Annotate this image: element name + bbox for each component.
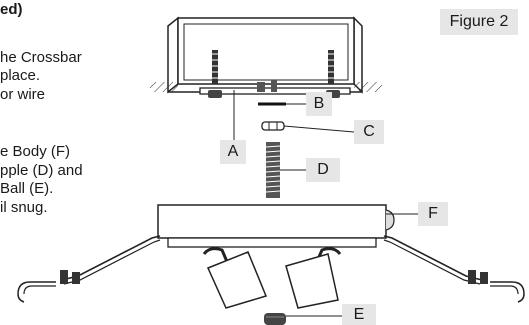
callout-leaders	[233, 90, 418, 317]
callout-e: E	[342, 304, 376, 325]
spotlight-head-left	[202, 247, 268, 309]
figure-label: Figure 2	[440, 9, 518, 35]
instruction-line-3: or wire	[0, 86, 46, 103]
instruction-line-5: pple (D) and	[0, 162, 83, 179]
finial-ball	[264, 313, 286, 325]
callout-c: C	[354, 120, 384, 144]
instruction-line-2: place.	[0, 67, 41, 84]
fixture-body	[157, 204, 395, 248]
instruction-line-7: il snug.	[0, 199, 48, 216]
callout-b: B	[306, 92, 332, 116]
callout-f: F	[418, 202, 448, 226]
instruction-line-1: he Crossbar	[0, 49, 82, 66]
instruction-text-column: ed) he Crossbar place. or wire e Body (F…	[0, 0, 140, 325]
instruction-line-4: e Body (F)	[0, 143, 71, 160]
fixture-arm-right	[383, 235, 525, 303]
mounting-screw-left	[212, 50, 218, 84]
ceiling-box	[150, 16, 382, 94]
callout-d: D	[306, 158, 340, 182]
hex-nut	[261, 121, 285, 131]
callout-a: A	[220, 140, 246, 164]
instruction-heading: ed)	[0, 1, 23, 18]
instruction-line-6: Ball (E).	[0, 180, 54, 197]
threaded-nipple	[265, 142, 281, 198]
mounting-screw-right	[328, 50, 334, 84]
spotlight-head-right	[285, 247, 342, 309]
fixture-arm-left	[17, 235, 161, 303]
